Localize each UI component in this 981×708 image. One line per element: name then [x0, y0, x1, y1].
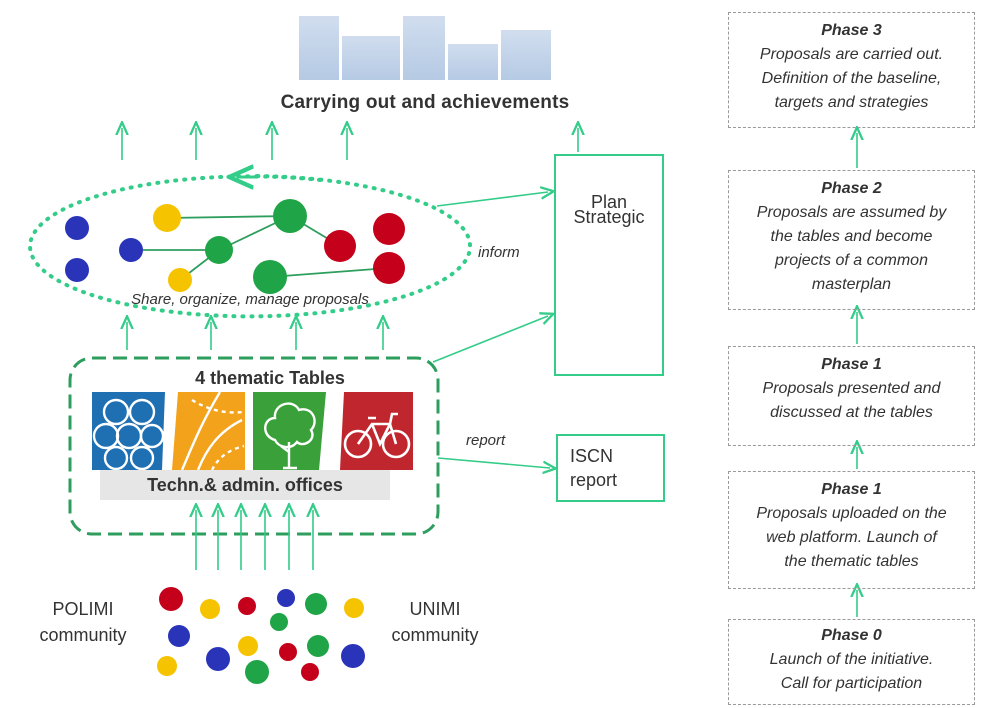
- phase-box: Phase 3 Proposals are carried out. Defin…: [728, 12, 975, 128]
- phase-line: projects of a common: [775, 252, 928, 269]
- iscn-report-box: ISCN report: [556, 434, 665, 502]
- roads-tile-icon: [172, 391, 245, 471]
- network-nodes: [65, 199, 405, 294]
- unimi-community-label: UNIMI community: [370, 596, 500, 648]
- inform-label: inform: [478, 244, 520, 261]
- polimi-line2: community: [39, 625, 127, 646]
- up-arrows-community: [196, 510, 313, 570]
- carrying-out-title: Carrying out and achievements: [280, 92, 570, 113]
- iscn-report-line1: ISCN: [570, 446, 614, 466]
- skyline-image: [299, 16, 551, 80]
- phase-line: Proposals uploaded on the: [756, 505, 947, 522]
- proposals-ellipse: [28, 176, 473, 319]
- node-green: [253, 260, 287, 294]
- node-green: [273, 199, 307, 233]
- phase-box: Phase 0 Launch of the initiative. Call f…: [728, 619, 975, 705]
- people-tile-icon: [92, 392, 165, 471]
- phase-line: masterplan: [811, 276, 892, 293]
- phase-line: the tables and become: [770, 228, 933, 245]
- up-arrows-top: [122, 128, 578, 160]
- arrow-inform-top: [436, 192, 548, 207]
- up-arrows-tables: [127, 322, 383, 350]
- node-red: [324, 230, 356, 262]
- node-blue: [65, 258, 89, 282]
- phase-title: Phase 3: [821, 22, 882, 39]
- node-green: [205, 236, 233, 264]
- node-blue: [65, 216, 89, 240]
- strategic-plan-box: Strategic Plan: [554, 154, 664, 376]
- phase-line: Call for participation: [780, 675, 923, 692]
- community-dots: [157, 587, 365, 684]
- bicycle-tile-icon: [340, 392, 413, 470]
- arrow-report: [437, 457, 550, 468]
- node-red: [373, 213, 405, 245]
- phase-line: Definition of the baseline,: [761, 70, 942, 87]
- strategic-plan-line2: Plan: [590, 192, 627, 213]
- node-blue: [119, 238, 143, 262]
- node-yellow: [168, 268, 192, 292]
- strategic-plan-line1: Strategic: [573, 207, 645, 227]
- phase-box: Phase 1 Proposals uploaded on the web pl…: [728, 471, 975, 589]
- unimi-line2: community: [391, 625, 479, 646]
- report-label: report: [466, 432, 506, 449]
- unimi-line1: UNIMI: [409, 599, 461, 619]
- tables-container: [68, 356, 440, 536]
- share-organize-label: Share, organize, manage proposals: [131, 291, 369, 308]
- inform-arrows: [432, 192, 550, 468]
- phase-line: targets and strategies: [774, 94, 929, 111]
- iscn-report-line2: report: [570, 470, 618, 491]
- phase-title: Phase 2: [821, 180, 882, 197]
- polimi-line1: POLIMI: [52, 599, 114, 619]
- phase-line: Proposals are assumed by: [756, 204, 947, 221]
- tree-tile-icon: [253, 392, 326, 470]
- phase-title: Phase 0: [821, 627, 882, 644]
- polimi-community-label: POLIMI community: [18, 596, 148, 648]
- phase-line: Proposals are carried out.: [759, 46, 944, 63]
- phase-line: discussed at the tables: [770, 404, 933, 421]
- node-yellow: [153, 204, 181, 232]
- phase-line: Proposals presented and: [762, 380, 941, 397]
- thematic-tables-title: 4 thematic Tables: [195, 368, 345, 388]
- phase-title: Phase 1: [821, 481, 882, 498]
- phase-line: web platform. Launch of: [766, 529, 937, 546]
- arrow-inform-bottom: [432, 316, 548, 363]
- phase-line: the thematic tables: [784, 553, 919, 570]
- phase-box: Phase 2 Proposals are assumed by the tab…: [728, 170, 975, 310]
- node-red: [373, 252, 405, 284]
- offices-label: Techn.& admin. offices: [100, 470, 390, 500]
- phase-title: Phase 1: [821, 356, 882, 373]
- phase-box: Phase 1 Proposals presented and discusse…: [728, 346, 975, 446]
- phase-line: Launch of the initiative.: [769, 651, 934, 668]
